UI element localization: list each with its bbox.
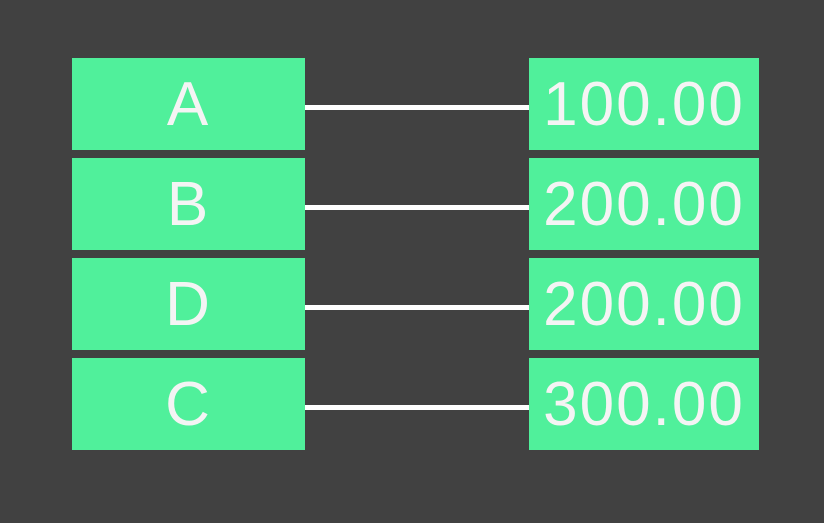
value-node-text: 200.00	[543, 269, 745, 339]
label-node-text: B	[166, 169, 211, 239]
label-node-text: C	[165, 369, 212, 439]
value-node-200[interactable]: 200.00	[529, 158, 759, 250]
match-row: C 300.00	[0, 358, 824, 450]
value-node-200b[interactable]: 200.00	[529, 258, 759, 350]
label-node-text: A	[166, 69, 211, 139]
value-node-text: 100.00	[543, 69, 745, 139]
connector-line	[305, 205, 529, 210]
match-row: D 200.00	[0, 258, 824, 350]
connector-line	[305, 405, 529, 410]
value-node-text: 300.00	[543, 369, 745, 439]
label-node-c[interactable]: C	[72, 358, 305, 450]
label-node-d[interactable]: D	[72, 258, 305, 350]
match-row: A 100.00	[0, 58, 824, 150]
label-node-b[interactable]: B	[72, 158, 305, 250]
label-node-text: D	[165, 269, 212, 339]
value-node-300[interactable]: 300.00	[529, 358, 759, 450]
match-row: B 200.00	[0, 158, 824, 250]
label-node-a[interactable]: A	[72, 58, 305, 150]
value-node-100[interactable]: 100.00	[529, 58, 759, 150]
value-node-text: 200.00	[543, 169, 745, 239]
connector-line	[305, 305, 529, 310]
connector-line	[305, 105, 529, 110]
